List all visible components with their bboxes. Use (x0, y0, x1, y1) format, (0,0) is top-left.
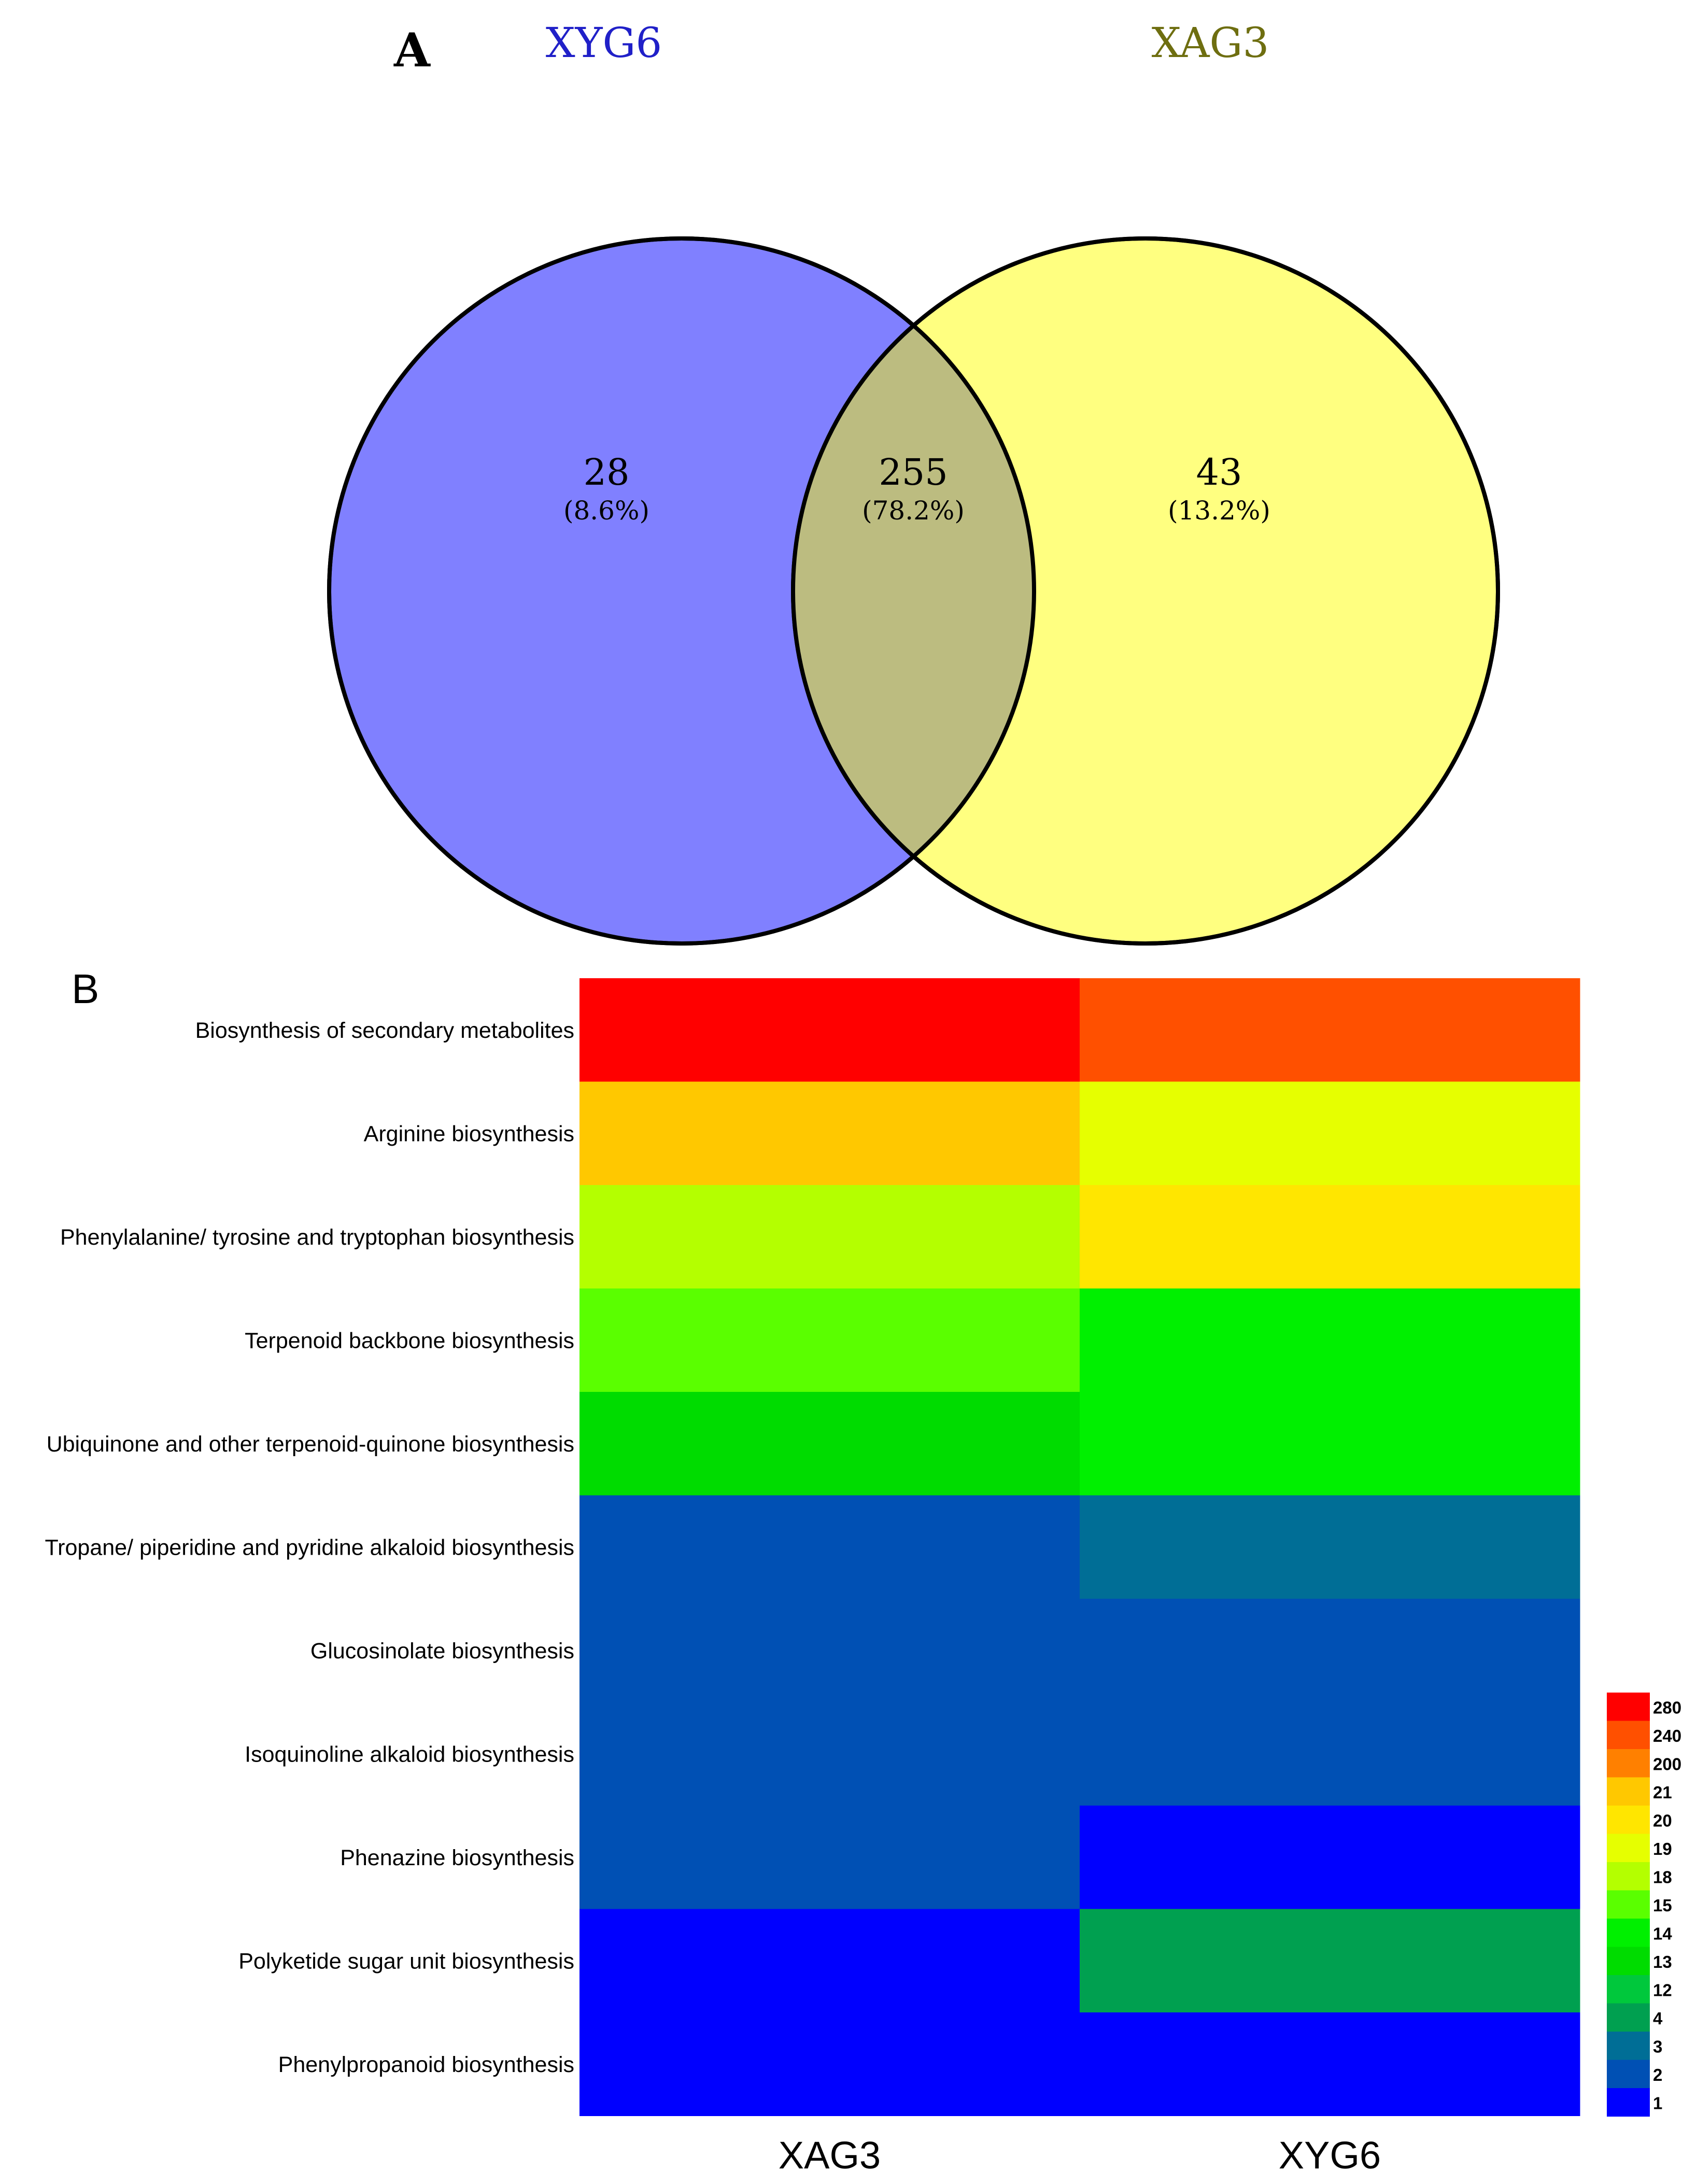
heatmap-cell (1080, 978, 1580, 1082)
heatmap-cell (579, 2012, 1080, 2116)
venn-diagram: A XYG6 XAG3 28 (8.6%) 255 (78.2%) 43 (13… (327, 19, 1500, 946)
row-label: Glucosinolate biosynthesis (310, 1639, 574, 1664)
legend-swatch (1607, 2003, 1650, 2032)
row-label: Arginine biosynthesis (364, 1121, 574, 1146)
legend-value: 3 (1653, 2037, 1662, 2056)
legend-swatch (1607, 1947, 1650, 1976)
venn-outline-xag3 (791, 236, 1500, 946)
heatmap-cell (1080, 1599, 1580, 1702)
legend-value: 15 (1653, 1896, 1672, 1915)
set-label-xag3: XAG3 (1152, 19, 1269, 67)
region-count-xyg6-only: 28 (583, 451, 629, 494)
legend-swatch (1607, 1862, 1650, 1891)
legend-swatch (1607, 1890, 1650, 1919)
row-label: Isoquinoline alkaloid biosynthesis (245, 1742, 574, 1767)
heatmap-cell (579, 1495, 1080, 1599)
legend-value: 200 (1653, 1754, 1681, 1773)
heatmap-cell (1080, 1081, 1580, 1186)
row-label: Tropane/ piperidine and pyridine alkaloi… (45, 1535, 574, 1560)
legend-swatch (1607, 1919, 1650, 1947)
heatmap-cell (1080, 1909, 1580, 2013)
legend-swatch (1607, 2088, 1650, 2117)
region-count-both: 255 (879, 451, 948, 494)
legend-swatch (1607, 1806, 1650, 1834)
panel-label-a: A (393, 23, 431, 78)
row-label: Phenazine biosynthesis (340, 1845, 574, 1870)
heatmap-cell (1080, 2012, 1580, 2116)
legend-swatch (1607, 1693, 1650, 1721)
legend-value: 19 (1653, 1839, 1672, 1858)
panel-label-b: B (72, 966, 99, 1012)
row-label: Polyketide sugar unit biosynthesis (238, 1949, 574, 1974)
heatmap-cell (1080, 1495, 1580, 1599)
region-count-xag3-only: 43 (1196, 451, 1242, 494)
heatmap-cell (579, 1081, 1080, 1186)
heatmap-row-labels: Biosynthesis of secondary metabolitesArg… (45, 1018, 574, 2077)
legend-swatch (1607, 1777, 1650, 1806)
heatmap-cell (579, 1702, 1080, 1806)
legend-value: 14 (1653, 1924, 1672, 1943)
heatmap-column-labels: XAG3 XYG6 (779, 2134, 1381, 2177)
legend-swatch (1607, 2032, 1650, 2060)
legend-value: 20 (1653, 1811, 1672, 1830)
legend-swatch (1607, 1749, 1650, 1778)
legend-swatch (1607, 1721, 1650, 1750)
row-label: Biosynthesis of secondary metabolites (195, 1018, 574, 1043)
legend-value: 13 (1653, 1952, 1672, 1971)
heatmap-cell (579, 1392, 1080, 1496)
legend-value: 18 (1653, 1867, 1672, 1886)
row-label: Ubiquinone and other terpenoid-quinone b… (47, 1432, 574, 1457)
heatmap-cell (1080, 1392, 1580, 1496)
legend-value: 240 (1653, 1726, 1681, 1745)
venn-overlap-region (793, 238, 1034, 943)
heatmap-cell (1080, 1806, 1580, 1909)
heatmap-cells (579, 978, 1580, 2116)
legend-value: 1 (1653, 2093, 1662, 2112)
legend-swatch (1607, 1975, 1650, 2004)
row-label: Terpenoid backbone biosynthesis (245, 1328, 574, 1353)
heatmap-cell (579, 1599, 1080, 1702)
legend-value: 2 (1653, 2065, 1662, 2084)
region-percent-xyg6-only: (8.6%) (563, 496, 649, 526)
heatmap: B Biosynthesis of secondary metabolitesA… (45, 966, 1682, 2177)
venn-outline-xyg6 (327, 236, 1036, 946)
heatmap-cell (579, 978, 1080, 1082)
legend-value: 21 (1653, 1783, 1672, 1802)
region-percent-xag3-only: (13.2%) (1168, 496, 1270, 526)
heatmap-cell (1080, 1702, 1580, 1806)
heatmap-cell (579, 1909, 1080, 2013)
legend-swatch (1607, 2060, 1650, 2089)
legend-value: 12 (1653, 1980, 1672, 1999)
legend-value: 280 (1653, 1698, 1681, 1717)
column-label: XAG3 (779, 2134, 881, 2177)
column-label: XYG6 (1279, 2134, 1381, 2177)
heatmap-cell (579, 1806, 1080, 1909)
heatmap-cell (1080, 1185, 1580, 1289)
set-label-xyg6: XYG6 (546, 19, 662, 67)
region-percent-both: (78.2%) (862, 496, 965, 526)
legend-swatch (1607, 1834, 1650, 1863)
heatmap-cell (1080, 1288, 1580, 1392)
row-label: Phenylpropanoid biosynthesis (278, 2052, 574, 2077)
heatmap-cell (579, 1185, 1080, 1289)
heatmap-cell (579, 1288, 1080, 1392)
row-label: Phenylalanine/ tyrosine and tryptophan b… (60, 1225, 574, 1250)
legend-value: 4 (1653, 2009, 1663, 2028)
